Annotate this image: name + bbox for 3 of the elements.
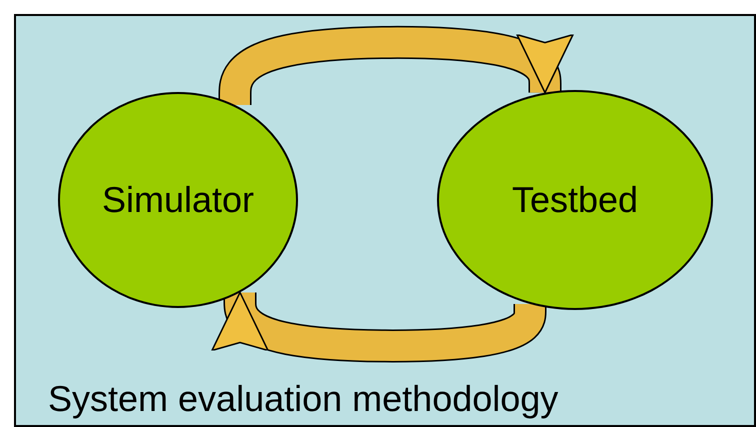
caption: System evaluation methodology <box>48 378 558 420</box>
node-label: Simulator <box>102 179 254 221</box>
node-label: Testbed <box>512 179 638 221</box>
